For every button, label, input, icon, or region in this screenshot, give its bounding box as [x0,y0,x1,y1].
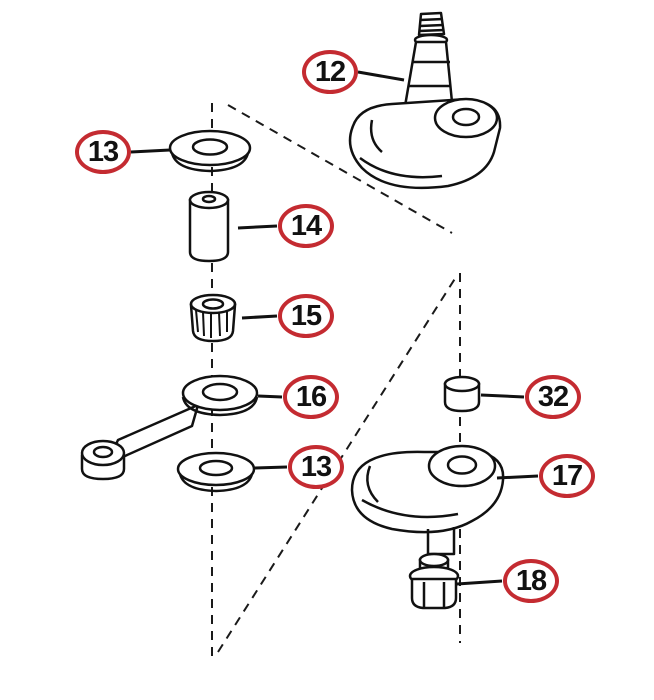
callout-16-label: 16 [295,380,327,413]
part-washer-upper [168,129,252,173]
part-washer-lower [176,451,256,493]
part-pin [443,375,481,413]
part-crankshaft-lower [350,444,505,556]
callout-13-upper-label: 13 [87,135,119,168]
callout-17-label: 17 [551,459,583,492]
callout-13-lower[interactable]: 13 [288,445,344,489]
callout-32-label: 32 [537,380,569,413]
leader-lines [130,70,539,586]
callout-13-lower-label: 13 [300,450,332,483]
callout-16[interactable]: 16 [283,375,339,419]
callout-18-label: 18 [515,564,547,597]
part-nut [408,552,460,610]
part-crank-pin [188,190,230,263]
callout-17[interactable]: 17 [539,454,595,498]
part-needle-bearing [189,293,237,343]
callout-12-label: 12 [314,55,346,88]
callout-32[interactable]: 32 [525,375,581,419]
part-connecting-rod [80,374,259,481]
callout-14[interactable]: 14 [278,204,334,248]
part-crankshaft-upper [348,11,502,190]
callout-15[interactable]: 15 [278,294,334,338]
callout-18[interactable]: 18 [503,559,559,603]
callout-15-label: 15 [290,299,322,332]
callout-13-upper[interactable]: 13 [75,130,131,174]
callout-12[interactable]: 12 [302,50,358,94]
callout-14-label: 14 [290,209,322,242]
